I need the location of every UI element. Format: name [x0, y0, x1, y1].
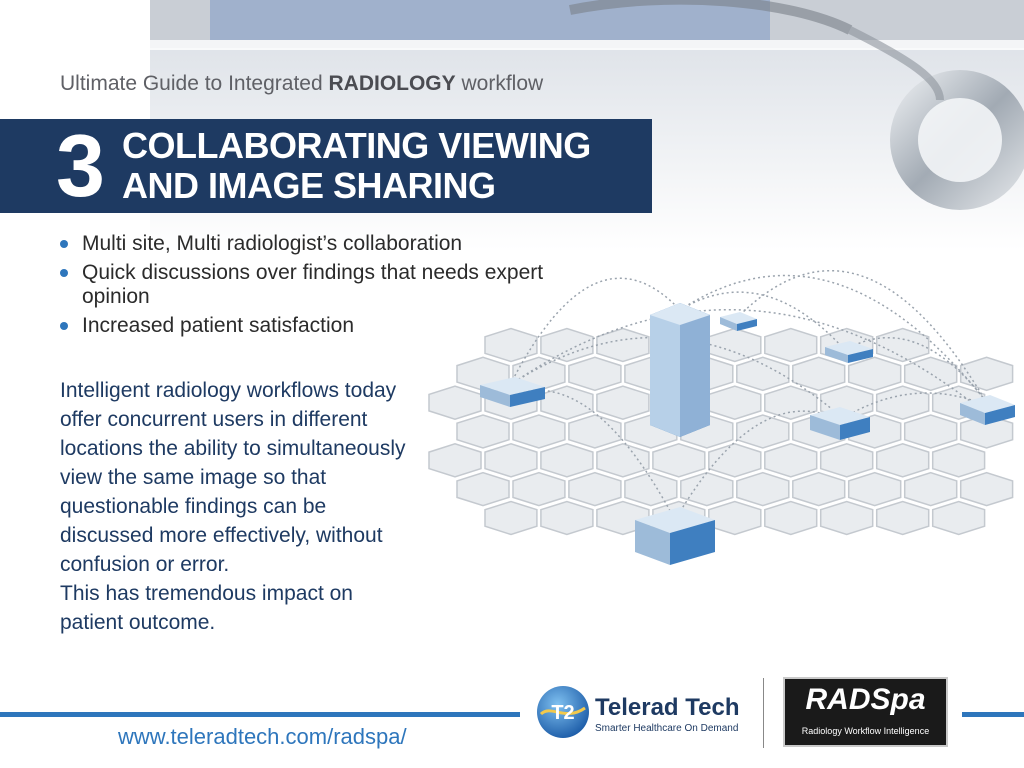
hexagon-tile [456, 414, 510, 449]
hexagon-tile [819, 500, 874, 536]
hexagon-tile [819, 443, 874, 478]
hexagon-tile [540, 500, 594, 536]
hexagon-tile [959, 471, 1014, 507]
hexagon-tile [736, 356, 790, 392]
hexagon-tile [540, 385, 594, 420]
section-banner [0, 119, 652, 213]
section-title: COLLABORATING VIEWING AND IMAGE SHARING [122, 126, 591, 206]
bullet-dot-icon [60, 240, 68, 248]
hexagon-tile [903, 414, 958, 449]
body-paragraph-1: Intelligent radiology workflows today of… [60, 379, 406, 576]
radspa-tagline: Radiology Workflow Intelligence [801, 726, 930, 736]
hexagon-tile [764, 443, 818, 478]
hexagon-tile [456, 471, 510, 507]
hexagon-tile [764, 327, 818, 363]
hexagon-tile [875, 500, 930, 536]
telerad-globe-logo-icon: T2 [537, 686, 589, 738]
connection-arc [509, 277, 681, 386]
hexagon-tile [568, 356, 622, 392]
hexagon-tile [764, 500, 818, 536]
section-title-line1: COLLABORATING VIEWING [122, 125, 591, 166]
connection-arc [509, 309, 976, 406]
hexagon-tile [847, 471, 902, 507]
hexagon-tile [708, 500, 762, 536]
connection-arc [739, 269, 986, 401]
hexagon-tile [428, 443, 482, 478]
small-building-icon [825, 341, 873, 363]
logo-divider [763, 678, 764, 748]
bullet-item: Quick discussions over findings that nee… [60, 261, 580, 309]
hexagon-tile [568, 471, 622, 507]
svg-text:T2: T2 [551, 702, 574, 724]
small-building-icon [810, 407, 870, 440]
section-number: 3 [56, 116, 105, 215]
radspa-logo: RADSpa Radiology Workflow Intelligence [783, 677, 948, 747]
hexagon-tile [652, 443, 706, 478]
bullet-dot-icon [60, 269, 68, 277]
connection-arc [509, 389, 676, 521]
hexagon-tile [484, 443, 538, 478]
hexagon-tile [540, 327, 594, 363]
body-paragraph: Intelligent radiology workflows today of… [60, 376, 410, 637]
telerad-brand-name: Telerad Tech [595, 694, 740, 721]
hexagon-tile [875, 385, 930, 420]
hexagon-tile [792, 356, 846, 392]
hexagon-tile [484, 327, 538, 363]
hexagon-tile [736, 414, 790, 449]
hexagon-tile [596, 327, 650, 363]
body-paragraph-2: This has tremendous impact on patient ou… [60, 582, 353, 634]
telerad-tagline: Smarter Healthcare On Demand [595, 723, 739, 734]
radspa-brand-name: RADSpa [805, 683, 926, 716]
small-building-icon [960, 395, 1015, 425]
hexagon-tile [875, 443, 930, 478]
small-building-icon [480, 377, 545, 407]
hexagon-tile [512, 414, 566, 449]
hexagon-tile [596, 385, 650, 420]
section-title-line2: AND IMAGE SHARING [122, 165, 496, 206]
hexagon-tile [512, 471, 566, 507]
hexagon-tile [540, 443, 594, 478]
hexagon-tile [708, 385, 762, 420]
hexagon-tile [931, 443, 986, 478]
hexagon-tile [596, 443, 650, 478]
hexagon-tile [428, 385, 482, 420]
hexagon-tile [708, 443, 762, 478]
connection-arc [509, 336, 846, 421]
footer-rule-left [0, 712, 520, 717]
hexagon-tile [680, 471, 734, 507]
connection-arc [679, 274, 986, 401]
bullet-item: Multi site, Multi radiologist’s collabor… [60, 232, 580, 256]
hexagon-tile [568, 414, 622, 449]
hospital-network-illustration [428, 269, 1015, 565]
hexagon-tile [708, 327, 762, 363]
hexagon-tile [875, 327, 930, 363]
presentation-subtitle: Ultimate Guide to Integrated RADIOLOGY w… [60, 72, 544, 95]
website-link[interactable]: www.teleradtech.com/radspa/ [118, 724, 407, 749]
hexagon-tile [931, 500, 986, 536]
bullet-item: Increased patient satisfaction [60, 314, 580, 338]
small-building-icon [720, 312, 757, 331]
hexagon-tile [903, 471, 958, 507]
hexagon-tile [847, 356, 902, 392]
hexagon-grid [428, 327, 1014, 536]
hexagon-tile [736, 471, 790, 507]
bullet-dot-icon [60, 322, 68, 330]
hexagon-tile [484, 500, 538, 536]
connection-arc [679, 291, 846, 351]
central-tower-building-icon [650, 303, 710, 437]
footer-rule-right [962, 712, 1024, 717]
small-building-icon [635, 507, 715, 565]
hexagon-tile [959, 356, 1014, 392]
bullet-list: Multi site, Multi radiologist’s collabor… [60, 232, 580, 343]
hexagon-tile [624, 471, 678, 507]
hexagon-tile [792, 471, 846, 507]
